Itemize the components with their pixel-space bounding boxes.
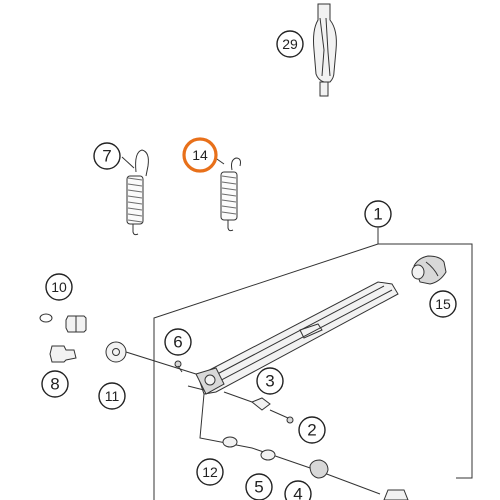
part-2-screw <box>269 409 294 424</box>
callout-3: 3 <box>256 367 284 395</box>
callout-11: 11 <box>98 382 126 410</box>
callout-8-label: 8 <box>50 375 59 394</box>
callout-10-label: 10 <box>51 279 67 295</box>
callout-7: 7 <box>93 142 121 170</box>
callout-12: 12 <box>196 458 224 486</box>
callout-8: 8 <box>41 370 69 398</box>
callout-3-label: 3 <box>265 372 274 391</box>
callout-14-highlighted: 14 <box>182 137 218 173</box>
callout-15: 15 <box>429 290 457 318</box>
part-8-bolt <box>49 345 77 363</box>
callout-7-label: 7 <box>102 147 111 166</box>
callout-6: 6 <box>164 328 192 356</box>
part-14-spring <box>220 157 241 232</box>
callout-15-label: 15 <box>435 296 451 312</box>
callout-2: 2 <box>298 416 326 444</box>
part-7-spring <box>126 149 149 236</box>
part-11-washer <box>105 341 197 375</box>
callout-4: 4 <box>284 480 312 500</box>
callout-1: 1 <box>364 200 392 228</box>
part-1-side-stand <box>187 281 399 395</box>
callout-14-label: 14 <box>192 147 208 163</box>
part-10-o-ring <box>39 313 87 333</box>
callout-10: 10 <box>45 273 73 301</box>
callout-5: 5 <box>245 473 273 500</box>
callout-5-label: 5 <box>254 478 263 497</box>
part-6-screw <box>174 360 183 373</box>
callout-29-label: 29 <box>282 36 298 52</box>
callout-12-label: 12 <box>202 464 218 480</box>
assembly-bracket-lines <box>153 228 473 500</box>
callout-4-label: 4 <box>293 485 302 500</box>
lower-sub-assembly <box>199 393 409 500</box>
part-3-bracket <box>223 391 271 411</box>
callout-2-label: 2 <box>307 421 316 440</box>
part-15-rubber-pad <box>411 255 447 285</box>
part-29-tool <box>313 3 337 97</box>
callout-11-label: 11 <box>105 388 120 404</box>
callout-6-label: 6 <box>173 333 182 352</box>
callout-1-label: 1 <box>373 205 382 224</box>
callout-29: 29 <box>276 30 304 58</box>
